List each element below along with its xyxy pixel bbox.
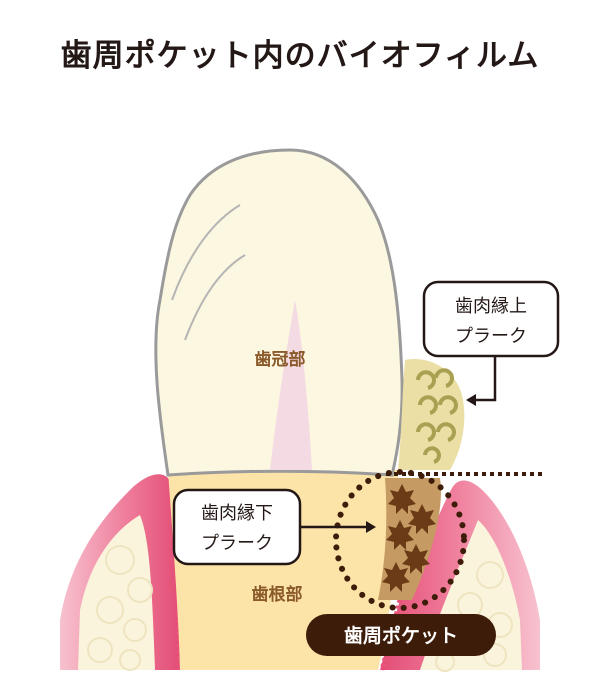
supragingival-plaque — [398, 359, 465, 470]
pocket-circle — [333, 469, 467, 611]
subgingival-plaque — [378, 478, 441, 600]
gum-left — [60, 474, 183, 671]
label-crown: 歯冠部 — [255, 349, 306, 370]
label-root: 歯根部 — [252, 584, 303, 605]
tooth-crown — [154, 148, 404, 477]
page-title: 歯周ポケット内のバイオフィルム — [60, 38, 540, 74]
pulp — [270, 300, 312, 470]
callout-supra-line2: プラーク — [455, 326, 527, 347]
callout-supragingival: 歯肉縁上 プラーク — [422, 280, 560, 406]
callout-sub-line2: プラーク — [201, 533, 273, 554]
callout-sub-line1: 歯肉縁下 — [201, 503, 273, 524]
pocket-badge: 歯周ポケット — [306, 614, 496, 656]
callout-subgingival: 歯肉縁下 プラーク — [172, 488, 376, 566]
pocket-badge-label: 歯周ポケット — [344, 624, 458, 647]
callout-supra-line1: 歯肉縁上 — [455, 296, 527, 317]
